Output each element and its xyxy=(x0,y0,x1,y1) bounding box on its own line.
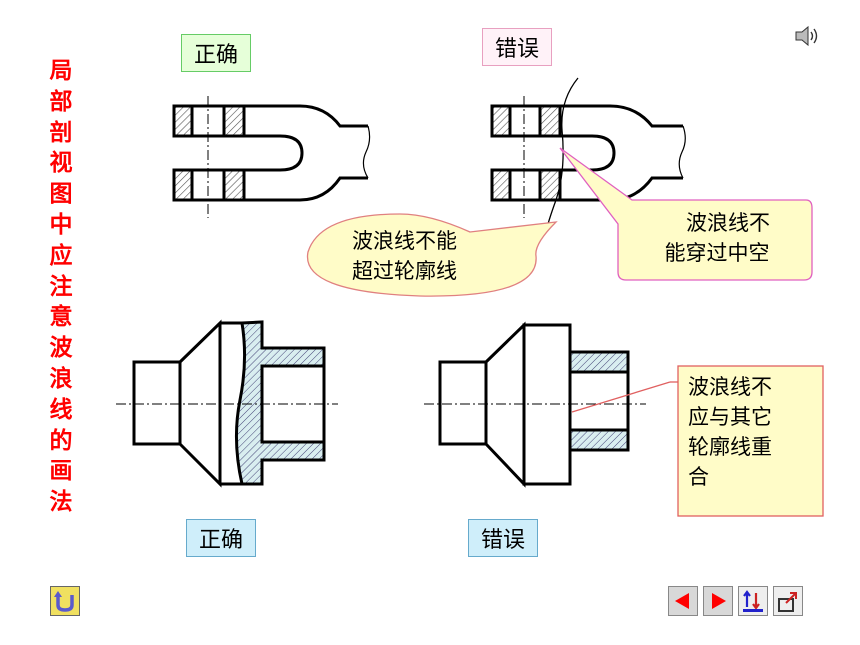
index-button[interactable] xyxy=(738,586,768,616)
exit-button[interactable] xyxy=(773,586,803,616)
callout-no-cross-hollow: 波浪线不 能穿过中空 xyxy=(632,208,802,268)
exit-icon xyxy=(778,592,797,612)
callout-line: 轮廓线重 xyxy=(688,435,772,459)
part-wrong xyxy=(424,321,646,488)
callout-line: 波浪线不能 xyxy=(352,229,457,253)
callout-line: 能穿过中空 xyxy=(664,241,770,265)
title-char: 注 xyxy=(49,273,73,300)
title-char: 部 xyxy=(49,88,73,115)
fork-correct xyxy=(172,96,371,218)
callout-rect-red-shape xyxy=(571,365,824,517)
part-correct xyxy=(116,319,338,488)
speaker-icon[interactable] xyxy=(794,24,822,48)
title-char: 线 xyxy=(49,396,73,423)
title-char: 画 xyxy=(49,458,73,485)
next-arrow-icon xyxy=(712,593,726,609)
callout-line: 合 xyxy=(688,465,709,489)
callout-no-exceed-outline: 波浪线不能 超过轮廓线 xyxy=(352,226,512,286)
label-bottom-wrong: 错误 xyxy=(468,519,539,557)
return-button[interactable] xyxy=(50,586,80,616)
callout-line: 波浪线不 xyxy=(686,211,770,235)
title-char: 中 xyxy=(49,211,73,238)
title-char: 法 xyxy=(49,489,73,516)
callout-rect-pink-shape xyxy=(559,147,813,281)
label-top-wrong: 错误 xyxy=(482,28,553,66)
title-char: 的 xyxy=(49,427,73,454)
title-char: 局 xyxy=(49,58,73,84)
vertical-page-title: 局部剖视图中应注意波浪线的画法 xyxy=(44,56,78,518)
title-char: 视 xyxy=(49,150,73,177)
prev-button[interactable] xyxy=(668,586,698,616)
fork-wrong xyxy=(490,77,686,233)
callout-line: 波浪线不 xyxy=(688,375,772,399)
label-bottom-correct: 正确 xyxy=(186,519,257,557)
callout-no-coincide: 波浪线不 应与其它 轮廓线重 合 xyxy=(688,372,818,492)
prev-arrow-icon xyxy=(675,593,689,609)
title-char: 波 xyxy=(49,335,73,362)
next-button[interactable] xyxy=(703,586,733,616)
title-char: 剖 xyxy=(49,119,73,146)
callout-line: 超过轮廓线 xyxy=(352,259,457,283)
title-char: 图 xyxy=(49,181,73,208)
callout-ellipse-shape xyxy=(306,213,558,297)
title-char: 浪 xyxy=(49,365,73,392)
title-char: 意 xyxy=(49,304,73,331)
callout-line: 应与其它 xyxy=(688,405,772,429)
title-char: 应 xyxy=(49,242,73,269)
label-top-correct: 正确 xyxy=(181,34,252,72)
return-icon xyxy=(54,591,74,612)
index-icon xyxy=(743,590,763,612)
